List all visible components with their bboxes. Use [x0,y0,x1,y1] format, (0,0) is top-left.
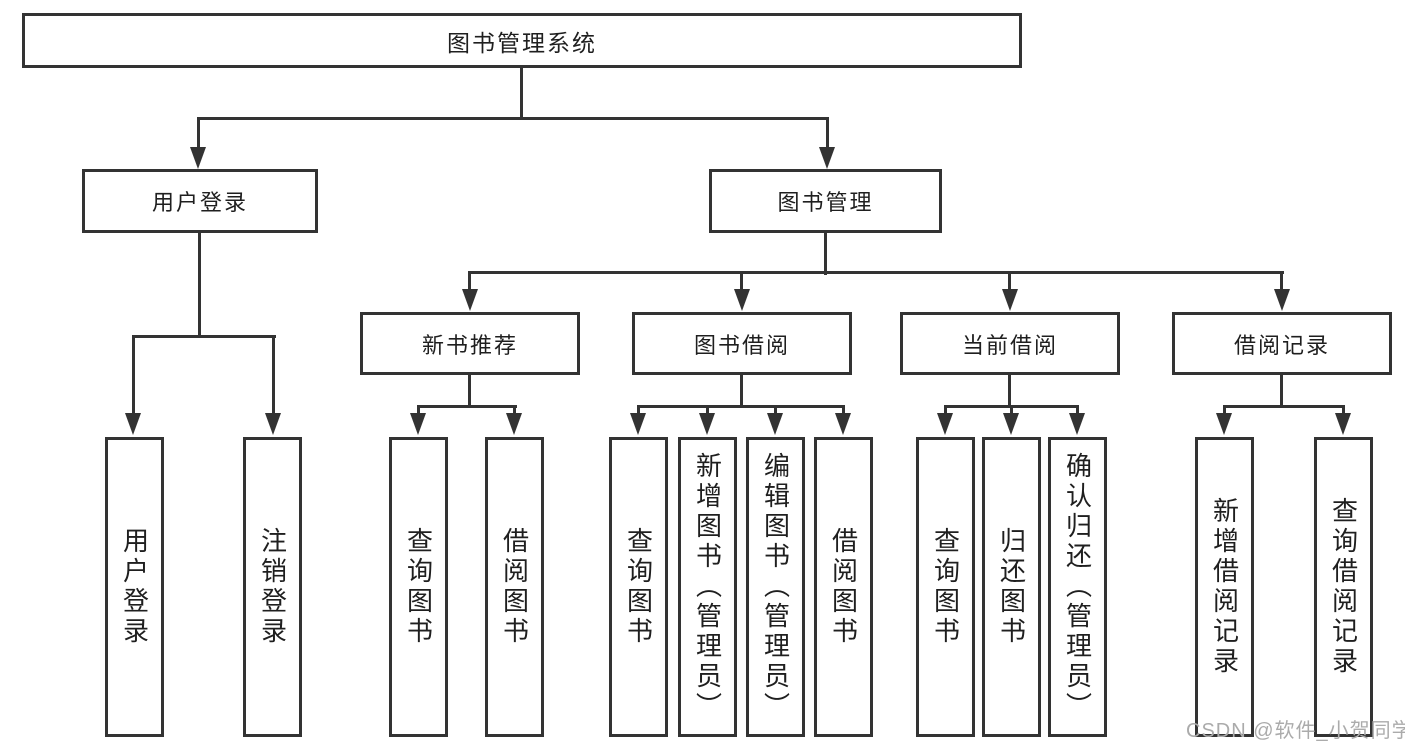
node-logout: 注销登录 [243,437,302,737]
node-borrow-records: 借阅记录 [1172,312,1392,375]
node-user-login-branch: 用户登录 [82,169,318,233]
leaf-label: 查询图书 [623,527,654,647]
node-query-books-recommend: 查询图书 [389,437,448,737]
node-add-book-admin: 新增图书（管理员） [678,437,737,737]
connector-line [417,405,517,408]
connector-line [944,405,947,415]
connector-line [132,335,135,415]
arrow-down-icon [190,147,206,169]
arrow-down-icon [819,147,835,169]
arrow-down-icon [462,289,478,311]
arrow-down-icon [125,413,141,435]
connector-line [740,375,743,408]
connector-line [740,271,743,291]
node-add-borrow-record: 新增借阅记录 [1195,437,1254,737]
node-borrow-books-borrowing: 借阅图书 [814,437,873,737]
arrow-down-icon [1274,289,1290,311]
arrow-down-icon [1069,413,1085,435]
node-return-book: 归还图书 [982,437,1041,737]
connector-line [774,405,777,415]
arrow-down-icon [734,289,750,311]
connector-line [513,405,516,415]
leaf-label: 查询借阅记录 [1328,497,1359,677]
connector-line [637,405,845,408]
leaf-label: 新增图书（管理员） [692,452,723,722]
node-current-borrowing-label: 当前借阅 [961,332,1058,358]
leaf-label: 查询图书 [930,527,961,647]
arrow-down-icon [1216,413,1232,435]
leaf-label: 注销登录 [257,527,288,647]
leaf-label: 新增借阅记录 [1209,497,1240,677]
node-current-borrowing: 当前借阅 [900,312,1120,375]
node-new-book-recommend-label: 新书推荐 [421,332,518,358]
connector-line [468,271,1284,274]
connector-line [520,67,523,119]
connector-line [826,117,829,149]
node-book-borrowing-label: 图书借阅 [693,332,790,358]
node-edit-book-admin: 编辑图书（管理员） [746,437,805,737]
arrow-down-icon [265,413,281,435]
node-confirm-return-admin: 确认归还（管理员） [1048,437,1107,737]
leaf-label: 编辑图书（管理员） [760,452,791,722]
leaf-label: 借阅图书 [499,527,530,647]
node-query-books-borrowing: 查询图书 [609,437,668,737]
connector-line [842,405,845,415]
leaf-label: 借阅图书 [828,527,859,647]
node-new-book-recommend: 新书推荐 [360,312,580,375]
arrow-down-icon [506,413,522,435]
connector-line [706,405,709,415]
node-book-borrowing: 图书借阅 [632,312,852,375]
connector-line [824,233,827,275]
leaf-label: 确认归还（管理员） [1062,452,1093,722]
connector-line [468,271,471,291]
connector-line [1010,405,1013,415]
connector-line [198,233,201,338]
node-user-login-label: 用户登录 [151,190,248,215]
node-root-library-system: 图书管理系统 [22,13,1022,68]
connector-line [1008,375,1011,408]
node-query-borrow-record: 查询借阅记录 [1314,437,1373,737]
arrow-down-icon [1003,413,1019,435]
connector-line [417,405,420,415]
connector-line [197,117,200,149]
connector-line [1280,271,1283,291]
node-root-label: 图书管理系统 [447,29,597,56]
arrow-down-icon [937,413,953,435]
node-borrow-books-recommend: 借阅图书 [485,437,544,737]
connector-line [1342,405,1345,415]
arrow-down-icon [410,413,426,435]
connector-line [132,335,276,338]
connector-line [197,117,829,120]
arrow-down-icon [1335,413,1351,435]
node-book-management-branch: 图书管理 [709,169,942,233]
node-query-books-current: 查询图书 [916,437,975,737]
arrow-down-icon [1002,289,1018,311]
connector-line [1223,405,1226,415]
connector-line [272,335,275,415]
connector-line [1280,375,1283,408]
connector-line [1076,405,1079,415]
connector-line [1008,271,1011,291]
connector-line [468,375,471,408]
connector-line [637,405,640,415]
node-book-management-label: 图书管理 [777,190,874,215]
arrow-down-icon [699,413,715,435]
leaf-label: 归还图书 [996,527,1027,647]
leaf-label: 查询图书 [403,527,434,647]
node-user-login-leaf: 用户登录 [105,437,164,737]
leaf-label: 用户登录 [119,527,150,647]
arrow-down-icon [767,413,783,435]
node-borrow-records-label: 借阅记录 [1233,332,1330,358]
arrow-down-icon [630,413,646,435]
connector-line [1223,405,1345,408]
csdn-watermark: CSDN @软件_小贺同学 [1186,720,1405,742]
arrow-down-icon [835,413,851,435]
